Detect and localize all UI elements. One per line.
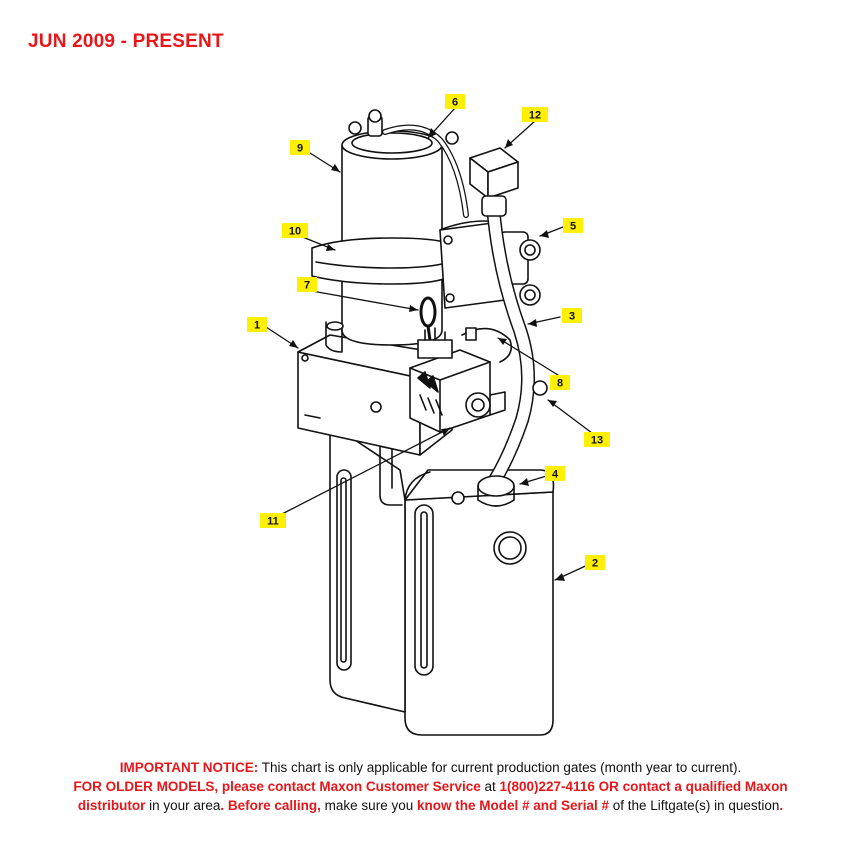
electric-motor (325, 109, 459, 353)
notice-line-3: distributor in your area. Before calling… (77, 798, 784, 813)
hydraulic-hose (486, 198, 535, 487)
side-port-nut (532, 380, 548, 396)
reservoir-tank (404, 469, 555, 736)
svg-text:7: 7 (304, 280, 310, 292)
callout-2: 2 (585, 555, 605, 570)
callout-6: 6 (445, 94, 465, 109)
svg-text:10: 10 (289, 226, 301, 238)
callout-8: 8 (550, 375, 570, 390)
battery-cable (382, 124, 469, 218)
svg-text:4: 4 (552, 469, 559, 481)
svg-text:2: 2 (592, 558, 598, 570)
header-date-range: JUN 2009 - PRESENT (28, 31, 224, 52)
callout-11: 11 (260, 513, 286, 528)
svg-text:12: 12 (529, 110, 541, 122)
elbow-fitting (469, 147, 519, 217)
ground-wire-loop (419, 296, 437, 342)
svg-text:11: 11 (267, 516, 279, 528)
svg-text:9: 9 (297, 143, 303, 155)
callout-13: 13 (584, 432, 610, 447)
notice-line-2: FOR OLDER MODELS, please contact Maxon C… (73, 779, 788, 794)
valve-cartridge (461, 327, 513, 363)
tank-hose-fitting (477, 475, 515, 507)
svg-text:6: 6 (452, 97, 458, 109)
callout-labels: 6 12 9 10 5 7 3 1 (247, 94, 610, 570)
svg-text:13: 13 (591, 435, 603, 447)
callout-10: 10 (282, 223, 308, 238)
mounting-plate (329, 429, 406, 713)
valve-terminal-block (409, 327, 506, 433)
svg-text:1: 1 (254, 320, 260, 332)
callout-3: 3 (562, 308, 582, 323)
important-notice: IMPORTANT NOTICE: This chart is only app… (10, 758, 851, 815)
motor-strap (311, 237, 453, 285)
callout-7: 7 (297, 277, 317, 292)
callout-9: 9 (290, 140, 310, 155)
svg-text:5: 5 (570, 221, 576, 233)
callout-12: 12 (522, 107, 548, 122)
svg-text:8: 8 (557, 378, 563, 390)
svg-text:3: 3 (569, 311, 575, 323)
notice-line-1: IMPORTANT NOTICE: This chart is only app… (119, 760, 742, 775)
callout-4: 4 (545, 466, 565, 481)
leader-arrowheads (289, 128, 565, 581)
callout-1: 1 (247, 317, 267, 332)
callout-5: 5 (563, 218, 583, 233)
